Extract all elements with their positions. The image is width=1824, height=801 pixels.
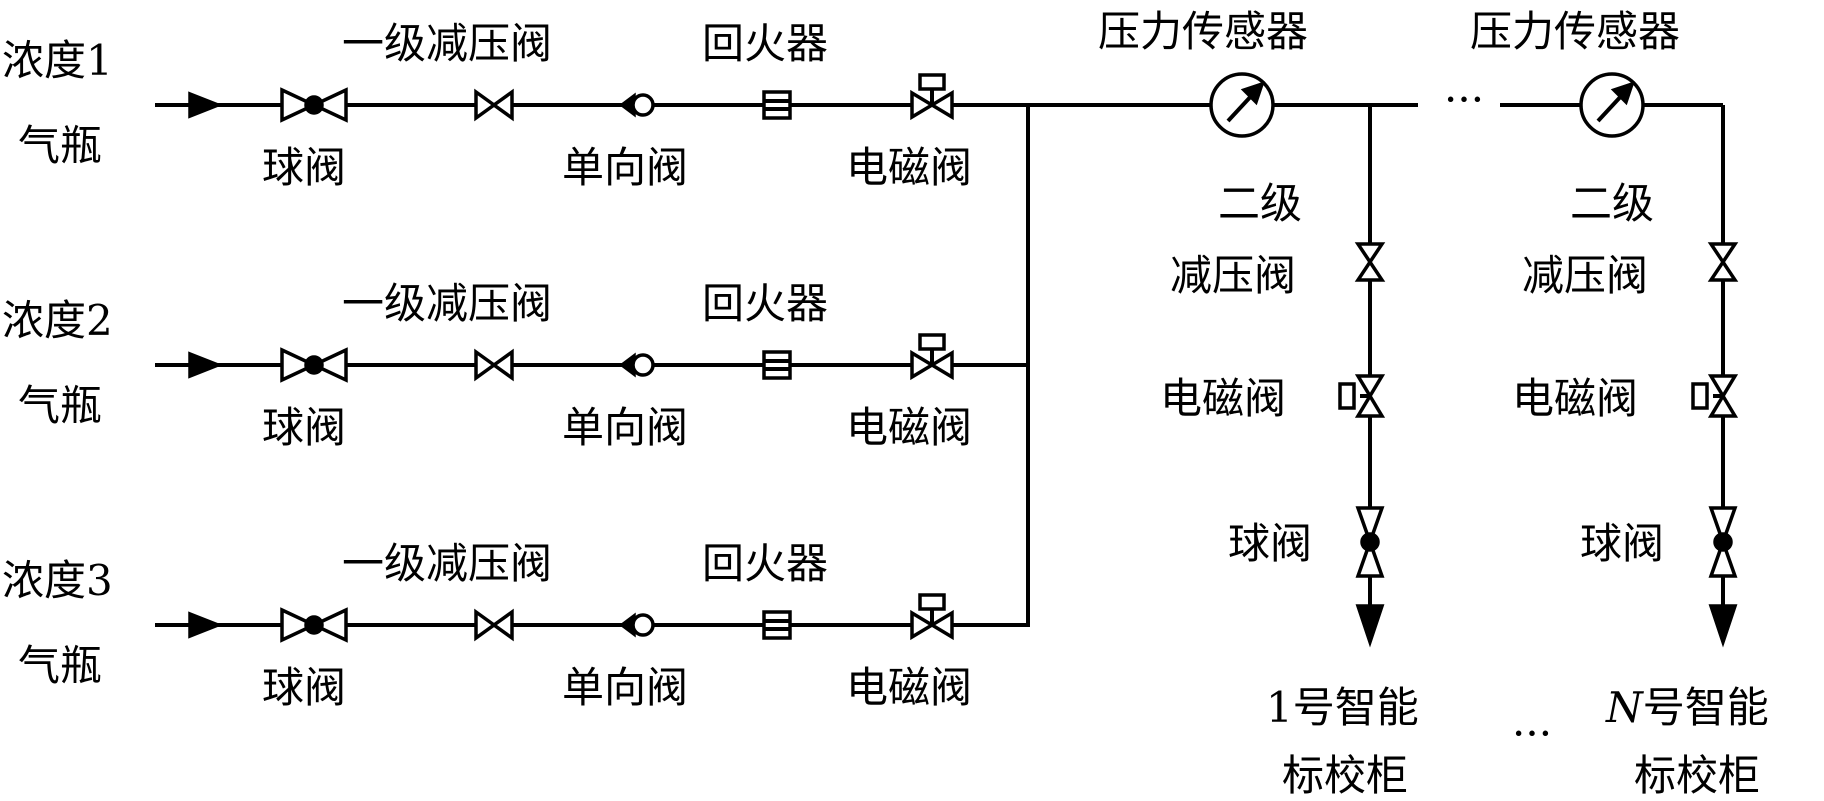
ball-valve-icon [280, 347, 348, 383]
pressure-sensor-1: 压力传感器 [1098, 7, 1308, 138]
outlet-arrow-icon [1355, 604, 1385, 648]
primary-reducer-label: 一级减压阀 [342, 19, 552, 68]
flow-arrow-icon [188, 351, 223, 379]
ball-valve-label: 球阀 [262, 663, 346, 712]
cabinet-label-line2: 标校柜 [1634, 751, 1760, 800]
header-ellipsis: ··· [1444, 75, 1484, 124]
pressure-sensor-2: 压力传感器 [1470, 7, 1680, 138]
flashback-arrestor-icon [762, 610, 792, 640]
secondary-reducer-label-line1: 二级 [1570, 179, 1654, 228]
cabinet-label-line1: N号智能 [1605, 683, 1769, 732]
cabinet-suffix: 号智能 [1643, 683, 1769, 732]
cabinet-label-line2: 标校柜 [1282, 751, 1408, 800]
flashback-arrestor-label: 回火器 [702, 539, 828, 588]
pressure-sensor-label: 压力传感器 [1098, 7, 1308, 56]
check-valve-icon [619, 92, 655, 118]
check-valve-label: 单向阀 [562, 663, 688, 712]
reducer-valve-icon [1354, 242, 1386, 282]
ball-valve-label: 球阀 [262, 403, 346, 452]
flashback-arrestor-label: 回火器 [702, 19, 828, 68]
ball-valve-label: 球阀 [1228, 519, 1312, 568]
check-valve-icon [619, 352, 655, 378]
solenoid-valve-icon [910, 333, 954, 381]
ball-valve-icon [280, 87, 348, 123]
solenoid-valve-label: 电磁阀 [846, 403, 972, 452]
pressure-sensor-label: 压力传感器 [1470, 7, 1680, 56]
secondary-reducer-label-line2: 减压阀 [1170, 251, 1296, 300]
inlet-label-line2: 气瓶 [18, 641, 102, 690]
solenoid-valve-label: 电磁阀 [1160, 374, 1286, 423]
manifold [1026, 103, 1723, 625]
solenoid-valve-label: 电磁阀 [846, 143, 972, 192]
solenoid-valve-label: 电磁阀 [846, 663, 972, 712]
solenoid-valve-label: 电磁阀 [1512, 374, 1638, 423]
flow-arrow-icon [188, 611, 223, 639]
solenoid-valve-icon [1338, 374, 1386, 418]
ball-valve-icon [1355, 506, 1385, 578]
branch-n: 二级 减压阀 电磁阀 球阀 N号智能 标校柜 [1512, 105, 1769, 800]
cabinet-suffix: 号智能 [1293, 683, 1419, 732]
inlet-label-line2: 气瓶 [18, 381, 102, 430]
flashback-arrestor-label: 回火器 [702, 279, 828, 328]
reducer-valve-icon [474, 348, 514, 382]
cabinet-ellipsis: ··· [1512, 709, 1552, 758]
cabinet-label-line1: 1号智能 [1266, 683, 1419, 732]
check-valve-label: 单向阀 [562, 143, 688, 192]
ball-valve-label: 球阀 [262, 143, 346, 192]
inlet-label-line1: 浓度1 [2, 36, 113, 85]
check-valve-label: 单向阀 [562, 403, 688, 452]
flashback-arrestor-icon [762, 90, 792, 120]
inlet-label-line1: 浓度2 [2, 296, 113, 345]
cabinet-number: 1 [1266, 683, 1293, 732]
reducer-valve-icon [1707, 242, 1739, 282]
inlet-row-1: 浓度1 气瓶 球阀 一级减压阀 单向阀 回火器 电磁阀 [2, 19, 1030, 192]
ball-valve-icon [1708, 506, 1738, 578]
solenoid-valve-icon [910, 593, 954, 641]
inlet-label-line1: 浓度3 [2, 556, 113, 605]
inlet-label-line2: 气瓶 [18, 121, 102, 170]
secondary-reducer-label-line2: 减压阀 [1522, 251, 1648, 300]
ball-valve-label: 球阀 [1580, 519, 1664, 568]
flow-arrow-icon [188, 91, 223, 119]
flashback-arrestor-icon [762, 350, 792, 380]
inlet-row-3: 浓度3 气瓶 球阀 一级减压阀 单向阀 回火器 电磁阀 [2, 539, 1030, 712]
outlet-arrow-icon [1708, 604, 1738, 648]
solenoid-valve-icon [910, 73, 954, 121]
primary-reducer-label: 一级减压阀 [342, 279, 552, 328]
solenoid-valve-icon [1691, 374, 1739, 418]
check-valve-icon [619, 612, 655, 638]
cabinet-number: N [1605, 683, 1644, 732]
secondary-reducer-label-line1: 二级 [1218, 179, 1302, 228]
branch-1: 二级 减压阀 电磁阀 球阀 1号智能 标校柜 [1160, 105, 1419, 800]
reducer-valve-icon [474, 608, 514, 642]
ball-valve-icon [280, 607, 348, 643]
reducer-valve-icon [474, 88, 514, 122]
primary-reducer-label: 一级减压阀 [342, 539, 552, 588]
inlet-row-2: 浓度2 气瓶 球阀 一级减压阀 单向阀 回火器 电磁阀 [2, 279, 1030, 452]
